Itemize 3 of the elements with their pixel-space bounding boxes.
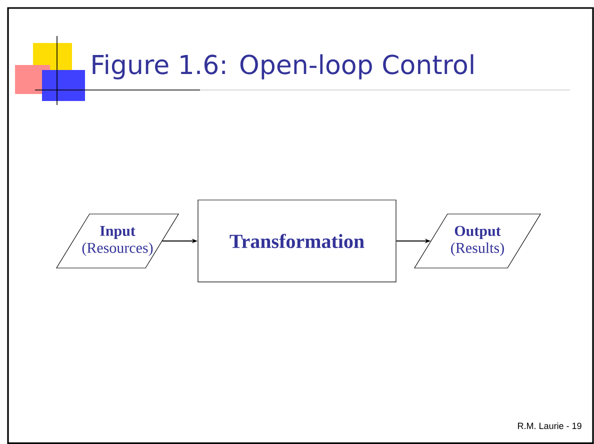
page-footer: R.M. Laurie - 19 bbox=[518, 422, 582, 430]
slide-title: Figure 1.6: Open-loop Control bbox=[92, 54, 474, 80]
process-box: Transformation bbox=[198, 200, 396, 282]
